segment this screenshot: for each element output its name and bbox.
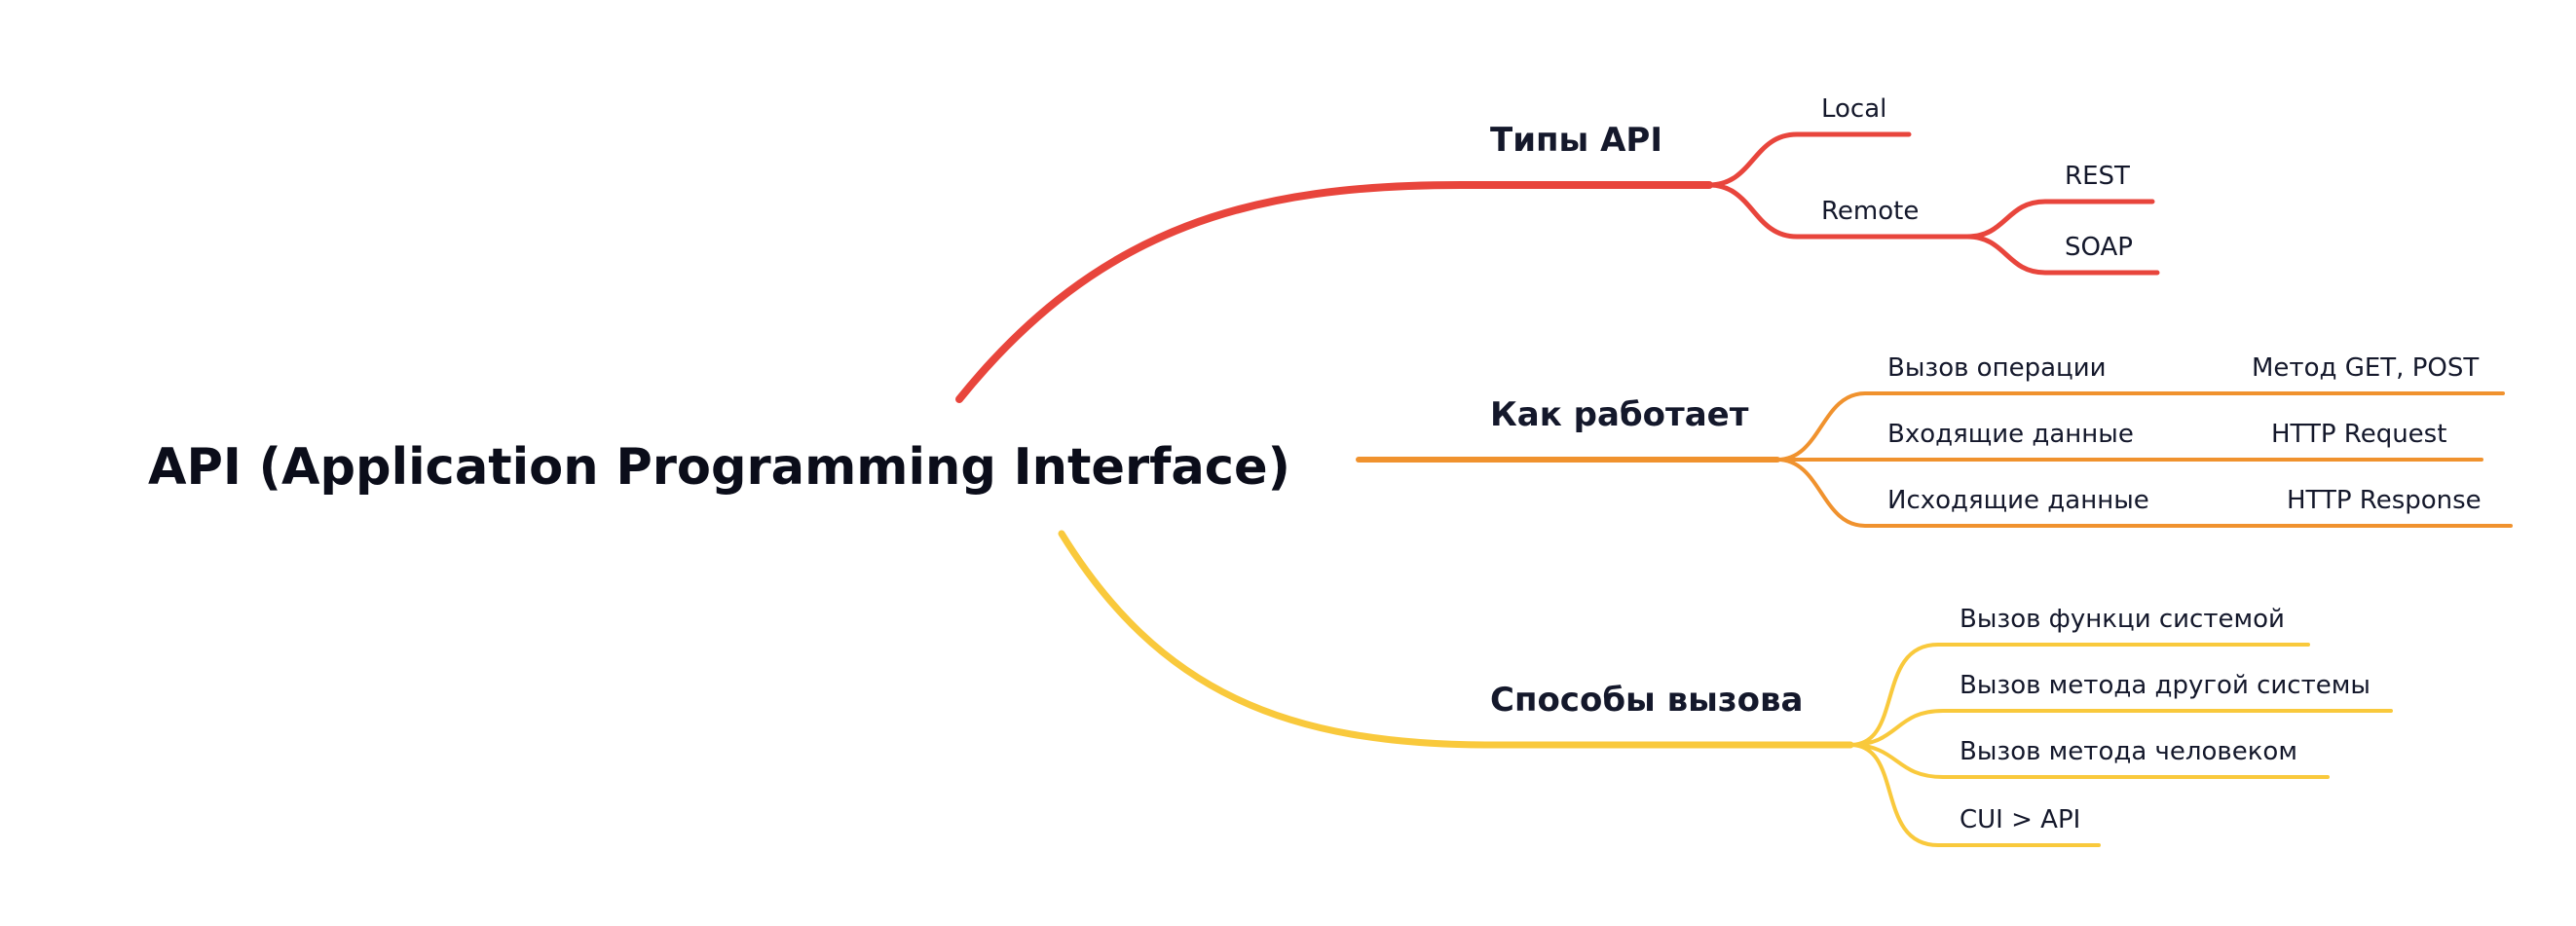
leaf-rest: REST (2065, 162, 2130, 191)
leaf-input-data: Входящие данные (1887, 420, 2134, 449)
leaf-other-system-call: Вызов метода другой системы (1960, 671, 2371, 700)
connector-ways-human (1848, 743, 2330, 779)
leaf-human-call: Вызов метода человеком (1960, 737, 2297, 766)
connector-root-ways (1058, 530, 1854, 749)
leaf-call-operation-detail: Метод GET, POST (2252, 353, 2479, 383)
connector-types-local (1706, 131, 1912, 188)
connector-types-remote (1706, 182, 1970, 240)
leaf-remote: Remote (1821, 197, 1919, 226)
leaf-soap: SOAP (2065, 233, 2133, 262)
leaf-local: Local (1821, 94, 1886, 124)
connector-ways-cui (1848, 743, 2101, 847)
branch-label-types: Типы API (1490, 121, 1662, 160)
connector-remote-soap (1964, 234, 2160, 276)
connector-ways-other-system (1848, 709, 2393, 747)
leaf-call-operation: Вызов операции (1887, 353, 2107, 383)
leaf-output-data: Исходящие данные (1887, 486, 2149, 515)
branch-label-how: Как работает (1490, 395, 1749, 434)
leaf-output-data-detail: HTTP Response (2287, 486, 2482, 515)
connector-root-types (955, 181, 1713, 403)
leaf-system-call: Вызов функци системой (1960, 605, 2285, 634)
connector-ways-system (1848, 643, 2310, 747)
branch-label-ways: Способы вызова (1490, 681, 1803, 720)
leaf-cui-api: CUI > API (1960, 805, 2080, 834)
connector-how-call (1775, 391, 2505, 462)
leaf-input-data-detail: HTTP Request (2271, 420, 2446, 449)
connector-how-output (1775, 458, 2513, 528)
root-topic: API (Application Programming Interface) (148, 438, 1290, 497)
connector-remote-rest (1964, 199, 2155, 240)
